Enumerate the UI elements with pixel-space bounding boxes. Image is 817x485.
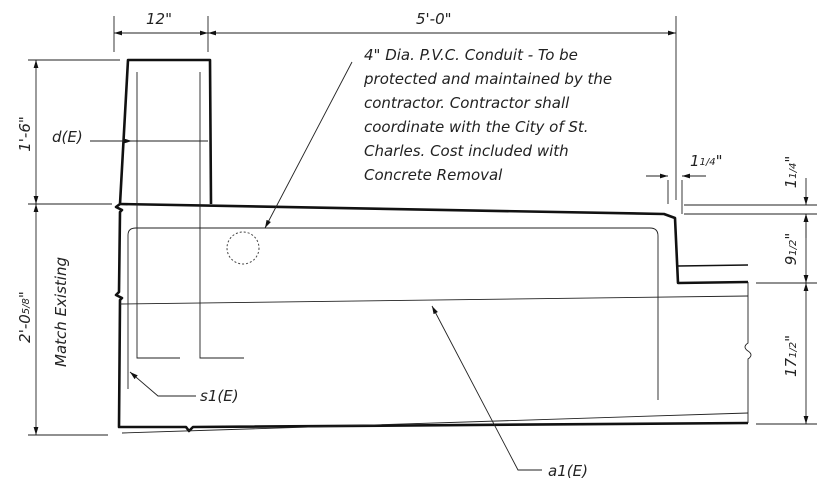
curb-outline	[114, 58, 749, 433]
note-line-3: contractor. Contractor shall	[364, 94, 570, 112]
slab-joint-line	[119, 295, 749, 305]
break-line	[744, 282, 752, 423]
dim-right-3-label: 171/2"	[782, 335, 800, 377]
dim-right-1-label: 11/4"	[782, 156, 800, 189]
dim-overall-height-group: 2'-05/8"	[16, 291, 34, 343]
leader-a1-e	[431, 305, 542, 471]
note-line-4: coordinate with the City of St.	[364, 118, 589, 136]
slab-bottom-line	[121, 412, 749, 434]
label-a1-e: a1(E)	[548, 462, 588, 480]
conduit-circle	[226, 231, 260, 265]
dim-right-2-label: 91/2"	[782, 233, 800, 266]
dim-curb-height-label: 1'-6"	[16, 116, 34, 152]
slab-top-line	[677, 264, 749, 267]
dim-top-span-label: 5'-0"	[416, 10, 452, 28]
dim-top-width-label: 12"	[146, 10, 172, 28]
conduit-note: 4" Dia. P.V.C. Conduit - To be protected…	[363, 46, 612, 184]
rebar-s1-vertical-right	[199, 72, 244, 359]
label-s1-e: s1(E)	[200, 387, 239, 405]
rebar-a1-loop	[127, 227, 659, 400]
leader-s1-e	[129, 371, 196, 397]
curb-top-slope	[119, 202, 749, 285]
note-line-5: Charles. Cost included with	[364, 142, 569, 160]
note-line-1: 4" Dia. P.V.C. Conduit - To be	[364, 46, 578, 64]
match-existing-label: Match Existing	[52, 257, 70, 367]
note-line-2: protected and maintained by the	[363, 70, 612, 88]
label-d-e: d(E)	[52, 128, 83, 146]
note-line-6: Concrete Removal	[364, 166, 503, 184]
dim-overall-height-label: 2'-05/8"	[16, 291, 34, 343]
rebar-s1-vertical-left	[136, 72, 180, 359]
leader-conduit-note	[264, 61, 353, 229]
dim-drop-label: 11/4"	[690, 152, 723, 170]
